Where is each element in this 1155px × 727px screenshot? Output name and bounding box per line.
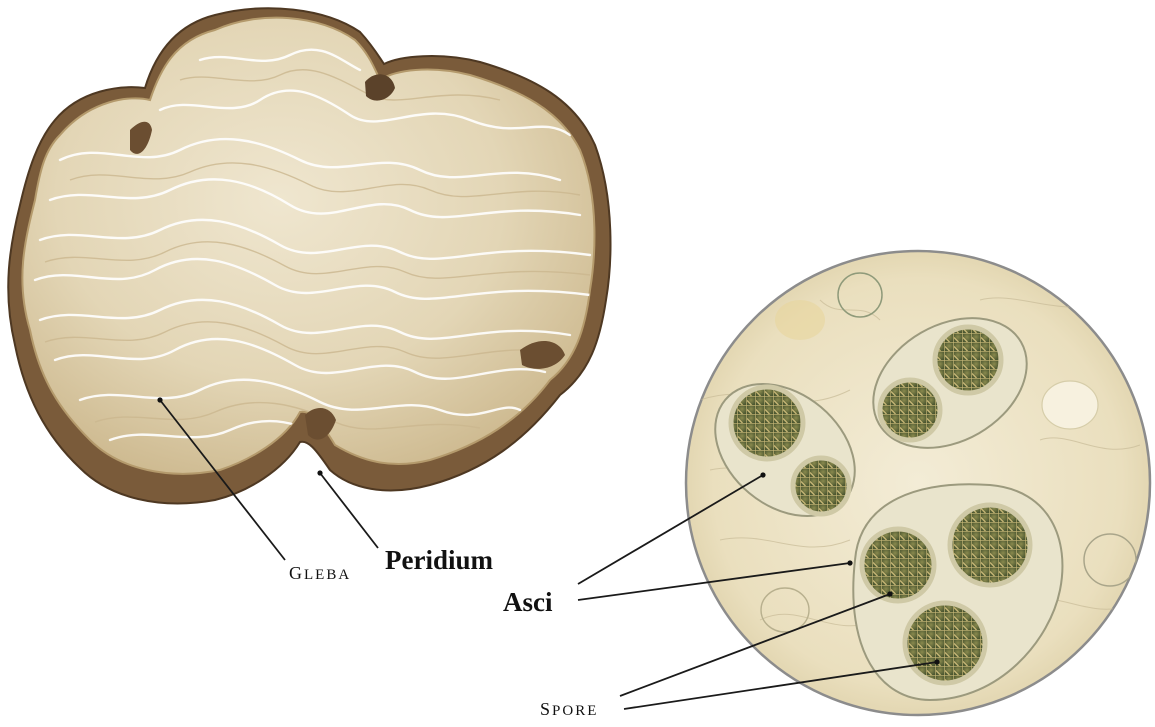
- truffle-section: [8, 8, 610, 503]
- asci-label: Asci: [503, 587, 553, 618]
- peridium-label: Peridium: [385, 545, 493, 576]
- gleba-label: Gleba: [289, 563, 351, 584]
- spore-label: Spore: [540, 699, 598, 720]
